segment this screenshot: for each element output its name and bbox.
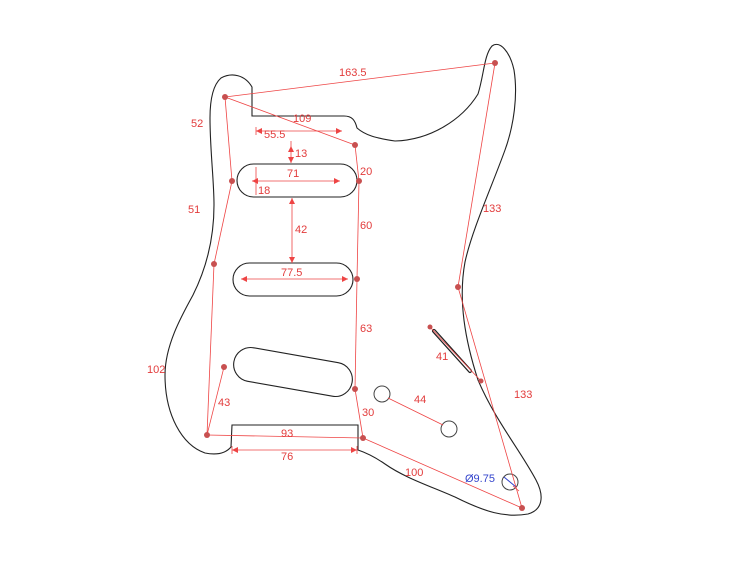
pickup-slot-bridge <box>233 346 353 398</box>
label-pickup-gap: 42 <box>295 224 307 236</box>
dimension-lines <box>206 62 523 509</box>
label-bottom-right-small: 30 <box>362 407 374 419</box>
label-jack-diameter: Ø9.75 <box>465 473 495 485</box>
pot-hole-1 <box>373 385 391 403</box>
label-pickup1-len: 71 <box>287 168 299 180</box>
label-right-mid: 60 <box>360 220 372 232</box>
label-bottom-slot: 93 <box>281 428 293 440</box>
label-diag-top: 109 <box>293 113 311 125</box>
label-right-lower: 63 <box>360 323 372 335</box>
label-bottom-diag: 100 <box>405 467 423 479</box>
label-right-edge-lower: 133 <box>514 389 532 401</box>
label-bottom-base: 76 <box>281 451 293 463</box>
label-left-lower: 102 <box>147 364 165 376</box>
label-right-upper: 20 <box>360 166 372 178</box>
pickguard-outline <box>164 44 542 516</box>
label-pickup2-len: 77.5 <box>281 267 302 279</box>
label-neck-to-pickup: 13 <box>295 148 307 160</box>
label-switch-slot: 41 <box>436 351 448 363</box>
pickup-slot-middle <box>232 262 354 297</box>
label-left-mid: 51 <box>188 204 200 216</box>
label-pot-spacing: 44 <box>414 394 426 406</box>
label-neck-width: 55.5 <box>264 129 285 141</box>
label-pickup-height: 18 <box>258 185 270 197</box>
pot-hole-2 <box>440 420 458 438</box>
screw-holes <box>204 60 525 511</box>
label-right-edge-upper: 133 <box>483 203 501 215</box>
label-top-span: 163.5 <box>339 67 367 79</box>
label-upper-left: 52 <box>191 118 203 130</box>
label-bottom-left: 43 <box>218 397 230 409</box>
dimension-arrows <box>232 128 357 453</box>
